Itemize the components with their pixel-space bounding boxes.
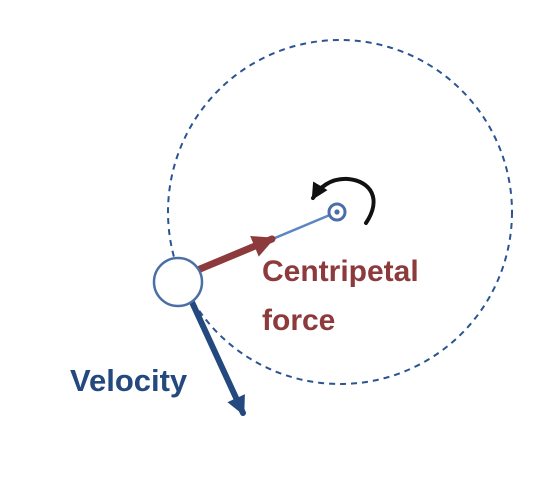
orbiting-object (152, 256, 204, 308)
centripetal-force-label: Centripetal (262, 255, 419, 288)
orbit-path (167, 39, 513, 385)
center-pivot (327, 202, 347, 222)
centripetal-force-arrow (196, 235, 276, 273)
velocity-label: Velocity (70, 363, 188, 398)
counterclockwise-arrow-icon (311, 176, 376, 225)
velocity-arrow (188, 297, 246, 416)
centripetal-force-label-line-2: force (262, 304, 336, 337)
